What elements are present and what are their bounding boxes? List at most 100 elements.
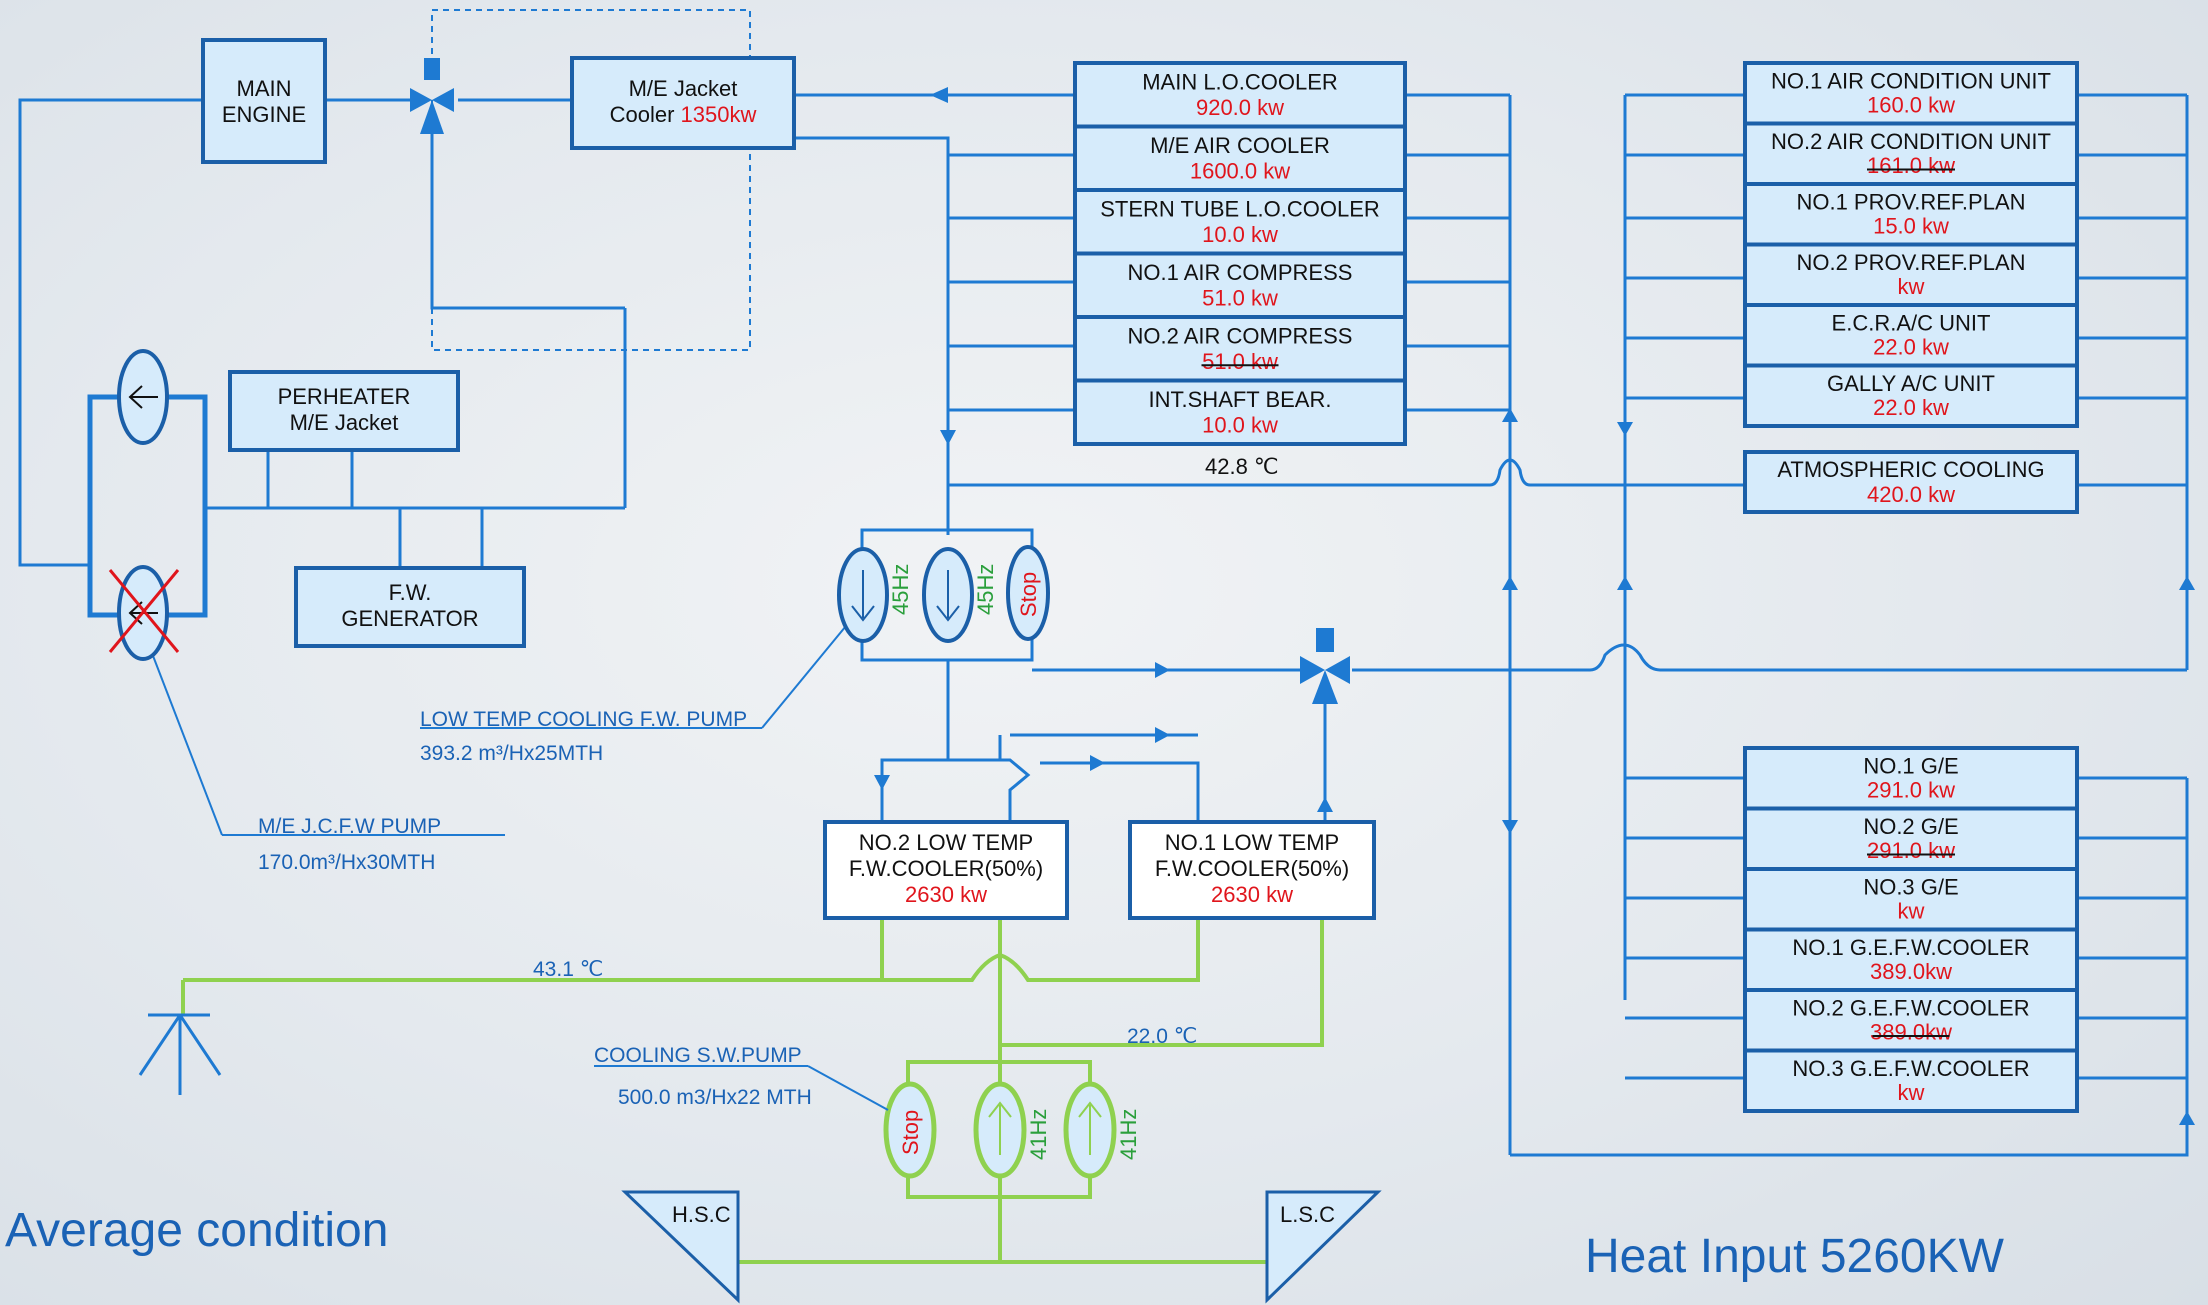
svg-text:Stop: Stop — [1016, 572, 1041, 617]
main-engine: MAIN ENGINE — [203, 40, 325, 162]
svg-text:Cooler 1350kw: Cooler 1350kw — [610, 102, 757, 127]
preheater: PERHEATER M/E Jacket — [230, 372, 458, 450]
consumer-name: NO.1 AIR COMPRESS — [1128, 260, 1353, 285]
consumer-name: INT.SHAFT BEAR. — [1149, 387, 1332, 412]
fw-generator: F.W. GENERATOR — [296, 568, 524, 646]
consumer-name: GALLY A/C UNIT — [1827, 371, 1995, 396]
sw-pump-1[interactable]: Stop — [886, 1084, 934, 1176]
consumer-name: NO.2 AIR COMPRESS — [1128, 324, 1353, 349]
svg-text:2630 kw: 2630 kw — [1211, 882, 1293, 907]
consumer-name: M/E AIR COOLER — [1150, 133, 1330, 158]
condition-title: Average condition — [5, 1204, 388, 1257]
svg-text:L.S.C: L.S.C — [1280, 1202, 1335, 1227]
consumer-value: 1600.0 kw — [1190, 159, 1290, 184]
consumer-name: NO.2 AIR CONDITION UNIT — [1771, 129, 2051, 154]
sea-chest-lsc: L.S.C — [1267, 1192, 1378, 1300]
consumer-name: NO.1 AIR CONDITION UNIT — [1771, 68, 2051, 93]
consumer-name: MAIN L.O.COOLER — [1142, 70, 1338, 95]
svg-text:H.S.C: H.S.C — [672, 1202, 731, 1227]
sw-inlet-temp: 22.0 ℃ — [1127, 1025, 1197, 1048]
heat-input-total: Heat Input 5260KW — [1585, 1230, 2005, 1283]
lt-cooler-no2: NO.2 LOW TEMP F.W.COOLER(50%) 2630 kw — [825, 822, 1067, 918]
svg-text:PERHEATER: PERHEATER — [278, 384, 411, 409]
svg-text:41Hz: 41Hz — [1026, 1109, 1051, 1160]
lt-cooler-no1: NO.1 LOW TEMP F.W.COOLER(50%) 2630 kw — [1130, 822, 1374, 918]
svg-text:M/E Jacket: M/E Jacket — [629, 76, 738, 101]
consumer-value: 22.0 kw — [1873, 395, 1949, 420]
consumer-value: 920.0 kw — [1196, 95, 1284, 120]
svg-text:ENGINE: ENGINE — [222, 102, 306, 127]
three-way-valve-bottom[interactable] — [1300, 628, 1350, 704]
sw-pump-spec: 500.0 m3/Hx22 MTH — [618, 1086, 812, 1109]
je-pump-title: M/E J.C.F.W PUMP — [258, 815, 441, 838]
lt-pump-title: LOW TEMP COOLING F.W. PUMP — [420, 708, 747, 731]
consumer-name: NO.1 PROV.REF.PLAN — [1796, 189, 2025, 214]
consumer-cell: NO.3 G/Ekw — [1745, 869, 2077, 930]
svg-text:GENERATOR: GENERATOR — [341, 606, 478, 631]
consumer-name: STERN TUBE L.O.COOLER — [1100, 197, 1380, 222]
je-pump-2[interactable] — [110, 567, 178, 659]
consumer-cell: NO.1 PROV.REF.PLAN15.0 kw — [1745, 184, 2077, 245]
consumer-value: 291.0 kw — [1867, 778, 1955, 803]
consumer-name: NO.3 G/E — [1863, 874, 1958, 899]
consumer-value: kw — [1898, 274, 1925, 299]
svg-text:MAIN: MAIN — [237, 76, 292, 101]
consumer-name: NO.1 G/E — [1863, 753, 1958, 778]
consumer-name: NO.2 G.E.F.W.COOLER — [1792, 995, 2029, 1020]
consumer-value: 389.0kw — [1870, 959, 1952, 984]
svg-text:45Hz: 45Hz — [973, 564, 998, 615]
consumer-name: NO.1 G.E.F.W.COOLER — [1792, 935, 2029, 960]
svg-text:F.W.: F.W. — [389, 580, 432, 605]
lt-pump-3[interactable]: Stop — [1008, 547, 1048, 639]
consumer-value: 51.0 kw — [1202, 286, 1278, 311]
consumer-name: E.C.R.A/C UNIT — [1832, 310, 1991, 335]
svg-text:2630 kw: 2630 kw — [905, 882, 987, 907]
sea-chest-hsc: H.S.C — [625, 1192, 738, 1300]
consumer-value: 389.0kw — [1870, 1020, 1952, 1045]
sw-outlet-temp: 43.1 ℃ — [533, 958, 603, 981]
svg-text:420.0 kw: 420.0 kw — [1867, 482, 1955, 507]
lt-pump-1[interactable]: 45Hz — [839, 549, 913, 641]
consumer-value: 160.0 kw — [1867, 93, 1955, 118]
consumer-value: 10.0 kw — [1202, 413, 1278, 438]
svg-text:M/E Jacket: M/E Jacket — [290, 410, 399, 435]
consumer-value: 161.0 kw — [1867, 153, 1955, 178]
sw-pump-title: COOLING S.W.PUMP — [594, 1044, 802, 1067]
consumer-value: kw — [1898, 1080, 1925, 1105]
svg-text:45Hz: 45Hz — [888, 564, 913, 615]
consumer-cell: NO.2 G/E291.0 kw — [1745, 809, 2077, 870]
consumer-value: 22.0 kw — [1873, 335, 1949, 360]
consumer-name: NO.2 PROV.REF.PLAN — [1796, 250, 2025, 275]
svg-text:NO.2 LOW TEMP: NO.2 LOW TEMP — [859, 830, 1033, 855]
sw-pump-3[interactable]: 41Hz — [1066, 1084, 1141, 1176]
consumer-value: kw — [1898, 899, 1925, 924]
svg-text:ATMOSPHERIC COOLING: ATMOSPHERIC COOLING — [1777, 457, 2044, 482]
svg-text:F.W.COOLER(50%): F.W.COOLER(50%) — [849, 856, 1043, 881]
consumer-name: NO.2 G/E — [1863, 814, 1958, 839]
consumer-cell: INT.SHAFT BEAR.10.0 kw — [1075, 381, 1405, 445]
svg-text:NO.1 LOW TEMP: NO.1 LOW TEMP — [1165, 830, 1339, 855]
lt-pump-2[interactable]: 45Hz — [924, 549, 998, 641]
consumer-value: 10.0 kw — [1202, 222, 1278, 247]
svg-text:F.W.COOLER(50%): F.W.COOLER(50%) — [1155, 856, 1349, 881]
jacket-cooler: M/E Jacket Cooler 1350kw — [572, 58, 794, 148]
je-pump-1[interactable] — [119, 351, 167, 443]
svg-text:Stop: Stop — [898, 1110, 923, 1155]
sw-pump-2[interactable]: 41Hz — [976, 1084, 1051, 1176]
je-pump-spec: 170.0m³/Hx30MTH — [258, 851, 435, 874]
three-way-valve-top[interactable] — [410, 58, 454, 134]
atmospheric-cooling: ATMOSPHERIC COOLING 420.0 kw — [1745, 452, 2077, 512]
